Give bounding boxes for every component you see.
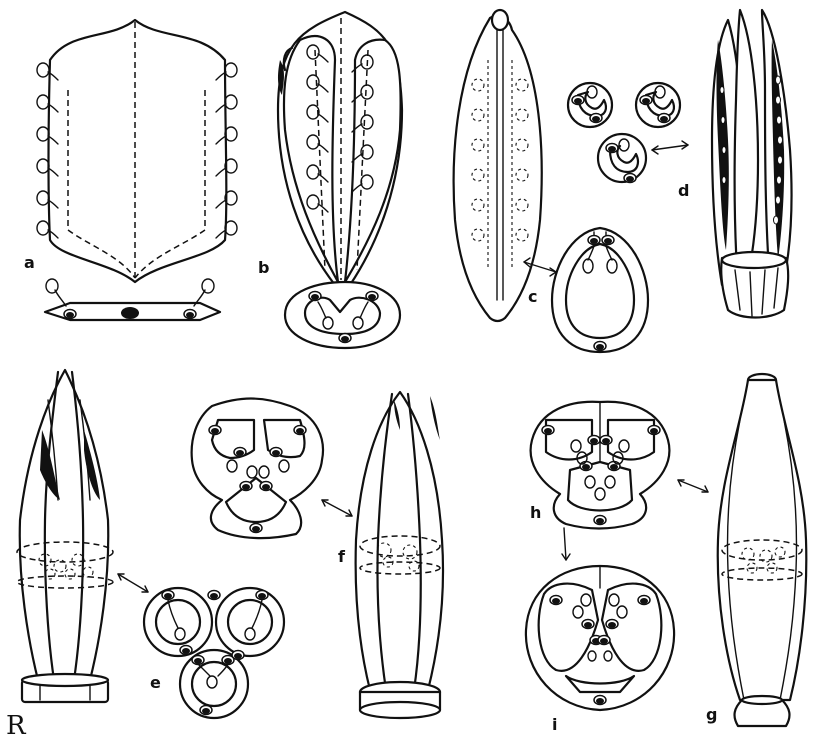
section-d	[568, 83, 680, 183]
label-c: c	[528, 287, 537, 306]
label-h: h	[530, 503, 541, 522]
section-h: h	[530, 402, 708, 560]
section-i: i	[526, 566, 674, 734]
label-e: e	[150, 673, 161, 692]
carpel-a-open-leaf: a	[24, 20, 237, 320]
label-f: f	[338, 547, 346, 566]
label-a: a	[24, 253, 35, 272]
carpel-b-folded: b	[258, 12, 402, 348]
label-b: b	[258, 258, 269, 277]
section-f	[192, 399, 323, 539]
label-d: d	[678, 181, 689, 200]
section-e	[144, 588, 284, 718]
artist-signature: R	[6, 711, 27, 740]
ovary-g: g	[706, 374, 806, 726]
label-g: g	[706, 705, 717, 724]
label-i: i	[552, 715, 557, 734]
